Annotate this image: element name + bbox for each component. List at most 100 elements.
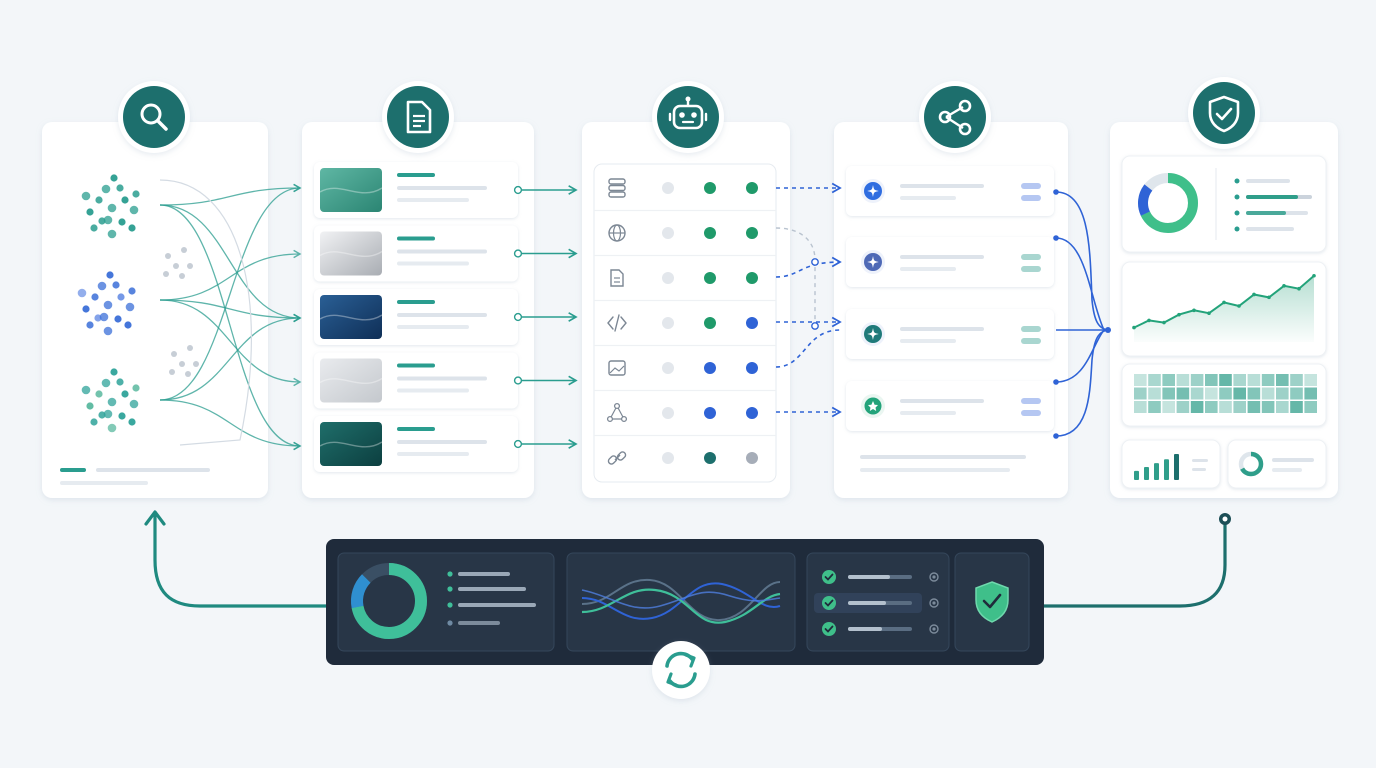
tool-row[interactable] [594, 299, 776, 332]
search-link [159, 183, 302, 206]
heatmap-cell [1247, 374, 1261, 386]
stage-badge-search[interactable] [118, 81, 190, 153]
cluster-node [165, 253, 171, 259]
cluster-node [103, 326, 113, 336]
status-dot-dark [704, 452, 716, 464]
document-item[interactable] [314, 352, 518, 409]
heatmap-cell [1134, 387, 1147, 400]
checklist-radio [929, 598, 939, 608]
document-line [397, 325, 469, 329]
cluster-node [116, 184, 124, 192]
status-dot-blue [746, 362, 758, 374]
dashboard-heatmap-tile[interactable] [1121, 363, 1327, 427]
tool-row[interactable] [608, 178, 758, 198]
tool-row[interactable] [594, 344, 776, 376]
status-dot-active [746, 182, 758, 194]
cluster-node [132, 190, 140, 198]
stage-badge-monitoring[interactable] [1188, 77, 1260, 149]
document-item[interactable] [314, 162, 518, 218]
thumbnail-texture [319, 187, 383, 194]
document-item[interactable] [314, 289, 518, 345]
cluster-node [118, 412, 126, 420]
stage-badge-agent[interactable] [652, 81, 724, 153]
heatmap-cell [1162, 401, 1175, 413]
control-donut-tile[interactable] [337, 552, 555, 652]
agent-item[interactable] [846, 166, 1054, 216]
stage-badge-documents[interactable] [382, 81, 454, 153]
donut-secondary-arc [1138, 173, 1198, 233]
cluster-node [106, 271, 114, 279]
dashboard-trend-tile[interactable] [1121, 261, 1327, 357]
heatmap-cell [1304, 387, 1317, 400]
dashboard-bars-tile[interactable] [1121, 439, 1221, 489]
checklist-radio-dot [932, 627, 936, 631]
control-shield-tile[interactable] [954, 552, 1030, 652]
control-checklist-tile[interactable] [806, 552, 950, 652]
tool-row[interactable] [594, 434, 776, 466]
heatmap-cell [1205, 374, 1218, 386]
tool-row[interactable] [594, 254, 776, 287]
trend-point [1312, 273, 1316, 278]
link-port [513, 312, 523, 322]
heatmap-cell [1261, 387, 1275, 400]
sync-button[interactable] [652, 641, 710, 699]
heatmap-cell [1219, 401, 1232, 413]
document-item[interactable] [314, 225, 518, 282]
agent-item-card[interactable] [846, 237, 1054, 287]
sparkle-icon [864, 325, 882, 343]
status-dot-idle [662, 272, 674, 284]
heatmap-cell [1290, 374, 1303, 386]
thumbnail-texture [319, 250, 383, 257]
document-thumbnail [320, 295, 382, 339]
agent-item[interactable] [846, 381, 1054, 431]
database-icon [608, 178, 626, 198]
agent-item-card[interactable] [846, 381, 1054, 431]
dashboard-ring-tile[interactable] [1227, 439, 1327, 489]
agent-item-card[interactable] [846, 166, 1054, 216]
status-dot-blue [746, 317, 758, 329]
control-wave-tile[interactable] [566, 552, 796, 652]
heatmap-cell [1290, 401, 1303, 413]
dashboard-donut [1138, 173, 1198, 233]
cluster-node [185, 371, 191, 377]
node-cluster-mixed [81, 368, 140, 433]
tool-grid-frame [593, 163, 777, 483]
tool-row[interactable] [594, 389, 776, 423]
heatmap-cell [1162, 374, 1175, 386]
stage-badge-orchestration[interactable] [919, 81, 991, 153]
checklist-item[interactable] [822, 622, 939, 636]
checklist-item[interactable] [814, 593, 939, 613]
agent-item[interactable] [846, 237, 1054, 287]
search-link [159, 399, 302, 451]
document-item[interactable] [314, 416, 518, 472]
dashboard-summary-tile[interactable] [1121, 155, 1327, 253]
trend-chart [1132, 273, 1316, 342]
trend-point [1132, 325, 1136, 330]
cluster-node [107, 397, 117, 407]
globe-icon [608, 224, 626, 242]
heatmap-cell [1219, 374, 1232, 386]
agent-item-card[interactable] [846, 309, 1054, 359]
agent-line [900, 267, 956, 271]
background-curve [159, 179, 253, 446]
donut-value-arc [1138, 173, 1198, 233]
tool-row[interactable] [594, 209, 776, 242]
mini-bar [1144, 467, 1149, 480]
cluster-node [128, 418, 136, 426]
heatmap-cell [1176, 374, 1190, 386]
cluster-node [128, 224, 136, 232]
document-line [397, 249, 487, 254]
trend-point [1147, 318, 1151, 323]
checklist-item[interactable] [822, 570, 939, 584]
document-tag [397, 236, 435, 241]
faint-cluster [163, 247, 193, 279]
trend-point [1267, 295, 1271, 300]
robot-icon [668, 96, 708, 130]
agent-item[interactable] [846, 309, 1054, 359]
node-cluster-blue [77, 271, 136, 336]
heatmap-cell [1233, 401, 1246, 413]
document-line [397, 376, 487, 381]
heatmap-cell [1276, 374, 1289, 386]
status-dot-active [704, 227, 716, 239]
cluster-node [132, 384, 140, 392]
